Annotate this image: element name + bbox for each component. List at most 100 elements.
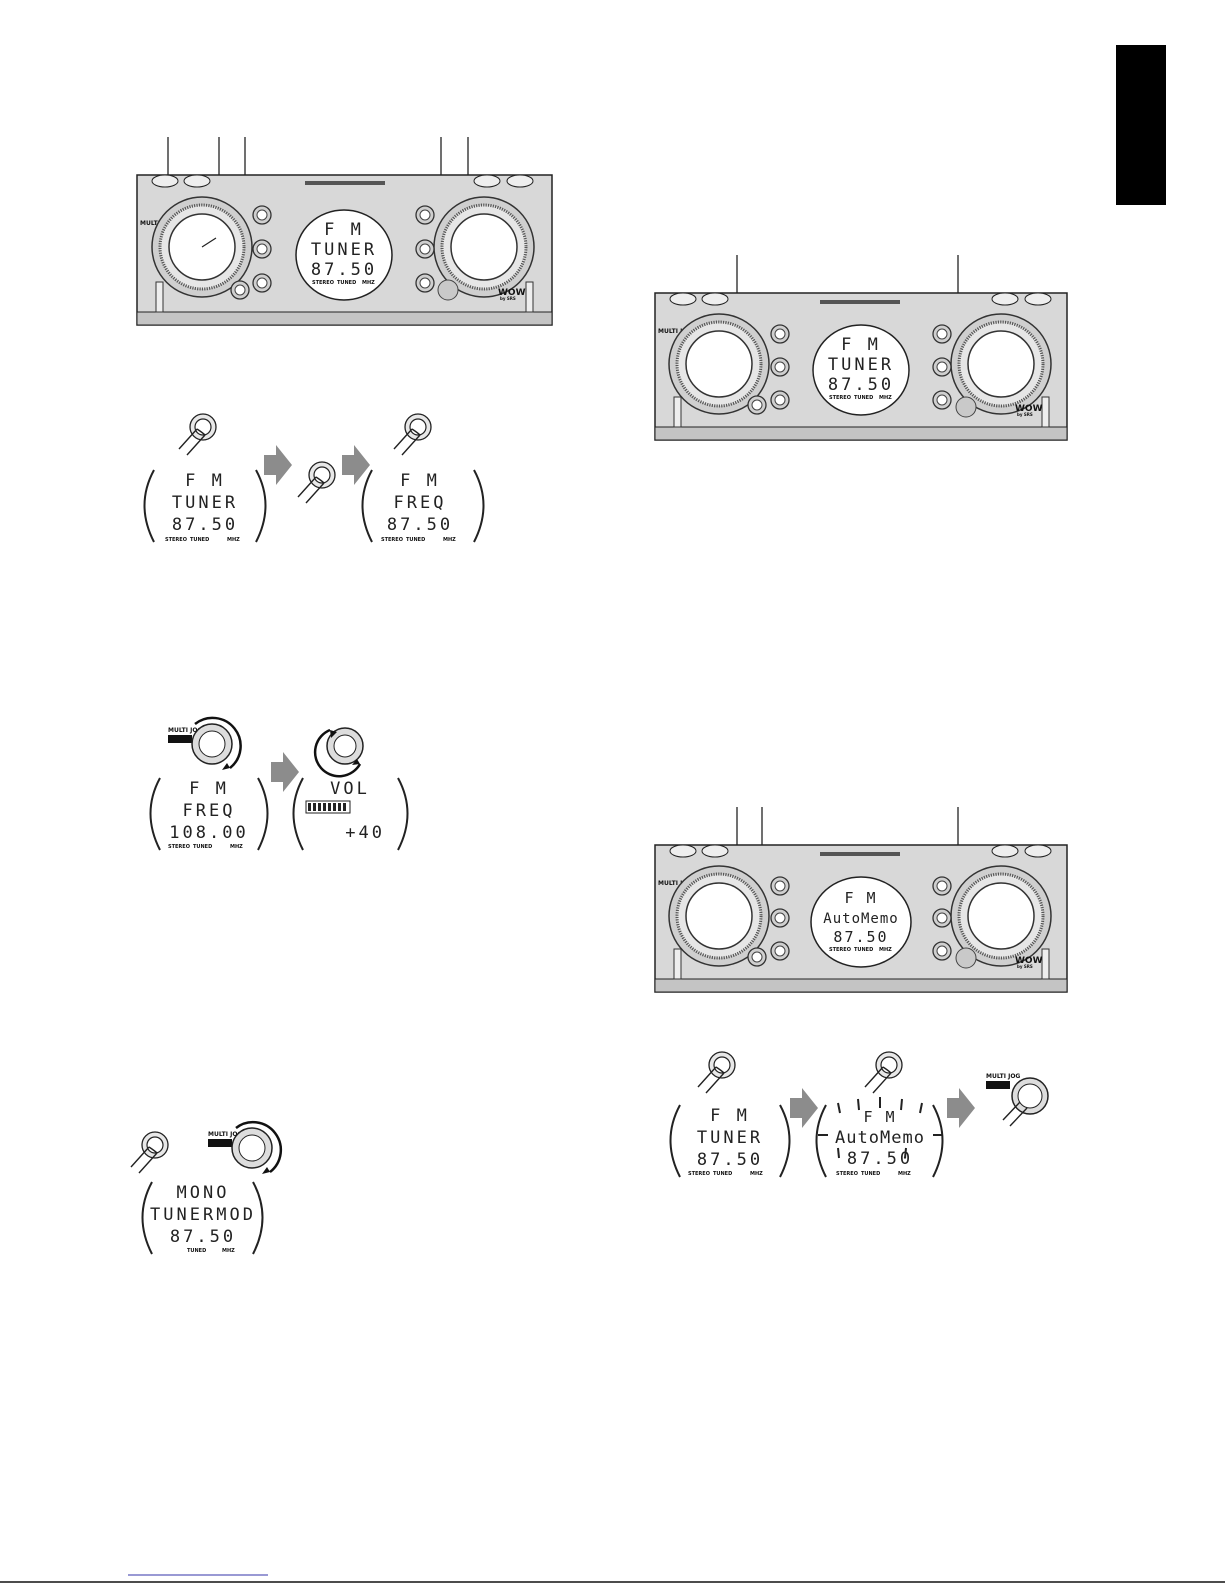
seq4-finger-press-2-icon [864, 1051, 903, 1094]
seq3-mono-sequence: MULTI JOG MONO TUNERMOD 87.50 TUNED MHZ [130, 1120, 283, 1255]
unit1-stereo-ind: STEREO [312, 280, 334, 286]
seq4-d2-line1: F M [863, 1108, 896, 1126]
seq4-finger-press-icon [697, 1051, 736, 1094]
seq4-d1-tuned: TUNED [713, 1171, 732, 1177]
unit2-display-line1: F M [841, 335, 881, 355]
unit1-button-left-top [252, 205, 272, 225]
unit3-tuned-ind: TUNED [854, 947, 873, 953]
seq4-blink-marks [818, 1097, 943, 1159]
unit3-button-left-mid [770, 908, 790, 928]
seq4-d1-line1: F M [710, 1106, 750, 1126]
seq1-display-2: F M FREQ 87.50 STEREO TUNED MHZ [361, 469, 485, 543]
unit3-phones-jack [747, 947, 767, 967]
seq1-display-1: F M TUNER 87.50 STEREO TUNED MHZ [143, 469, 267, 543]
unit2-button-left-top [770, 324, 790, 344]
unit2-stereo-front-panel: MULTI JOG F M TUNER 87.50 STEREO TUNED M… [654, 255, 1068, 441]
seq4-d2-tuned: TUNED [861, 1171, 880, 1177]
seq2-jog-knob-2-icon [313, 727, 364, 778]
unit1-button-right-bot [415, 273, 435, 293]
unit3-multi-jog-label: MULTI JOG [658, 880, 692, 887]
seq2-jog-sequence: MULTI JOG F M FREQ 108.00 STEREO TUNED M… [149, 716, 409, 851]
seq4-multi-jog-label: MULTI JOG [986, 1073, 1020, 1080]
unit2-display-line2: TUNER [828, 355, 894, 375]
unit1-button-right-mid [415, 239, 435, 259]
unit3-display-line3: 87.50 [833, 928, 888, 946]
seq4-arrow-2-icon [947, 1088, 975, 1128]
unit2-phones-jack [747, 395, 767, 415]
seq4-d2-line2: AutoMemo [835, 1128, 925, 1148]
unit2-brand-sub: by SRS [1017, 412, 1033, 417]
unit2-button-right-bot [932, 390, 952, 410]
seq1-d1-tuned: TUNED [190, 537, 209, 543]
unit1-phones-jack [230, 280, 250, 300]
seq2-multi-jog-label: MULTI JOG [168, 727, 202, 734]
seq4-display-1: F M TUNER 87.50 STEREO TUNED MHZ [669, 1104, 791, 1178]
unit1-stereo-front-panel: MULTI JOG F M TUNER 87.50 STEREO TUNED M… [136, 137, 553, 326]
seq2-d2-line3: +40 [345, 823, 385, 843]
seq1-button-sequence: F M TUNER 87.50 STEREO TUNED MHZ F M FRE… [143, 413, 485, 543]
seq4-jog-press-icon [1002, 1077, 1049, 1127]
unit2-button-left-mid [770, 357, 790, 377]
unit1-button-right-top [415, 205, 435, 225]
seq1-d2-stereo: STEREO [381, 537, 403, 543]
seq3-d1-mhz: MHZ [222, 1248, 235, 1254]
seq1-finger-press-icon [178, 413, 217, 456]
unit2-button-left-bot [770, 390, 790, 410]
unit3-stereo-ind: STEREO [829, 947, 851, 953]
unit3-button-left-top [770, 876, 790, 896]
seq3-multi-jog-label: MULTI JOG [208, 1131, 242, 1138]
seq2-d1-stereo: STEREO [168, 844, 190, 850]
seq4-display-2-blinking: F M AutoMemo 87.50 STEREO TUNED MHZ [815, 1097, 944, 1178]
seq1-d1-line2: TUNER [172, 493, 238, 513]
seq1-finger-press-3-icon [393, 413, 432, 456]
seq3-display-1: MONO TUNERMOD 87.50 TUNED MHZ [141, 1181, 264, 1255]
unit1-display-line2: TUNER [311, 240, 377, 260]
seq4-automemo-sequence: F M TUNER 87.50 STEREO TUNED MHZ F M Aut… [669, 1051, 1049, 1178]
seq1-d2-line1: F M [400, 471, 440, 491]
seq1-d1-line1: F M [185, 471, 225, 491]
seq1-finger-press-2-icon [297, 461, 336, 504]
seq2-d1-tuned: TUNED [193, 844, 212, 850]
unit1-mhz-ind: MHZ [362, 280, 375, 286]
seq2-d1-line1: F M [189, 779, 229, 799]
unit2-multi-jog-label: MULTI JOG [658, 328, 692, 335]
unit3-brand: WOW [1015, 956, 1043, 966]
seq1-d2-mhz: MHZ [443, 537, 456, 543]
seq2-d1-mhz: MHZ [230, 844, 243, 850]
seq3-d1-line1: MONO [177, 1183, 230, 1203]
unit3-stereo-front-panel: MULTI JOG F M AutoMemo 87.50 STEREO TUNE… [654, 807, 1068, 993]
seq4-d1-line2: TUNER [697, 1128, 763, 1148]
seq1-d1-stereo: STEREO [165, 537, 187, 543]
unit2-tuned-ind: TUNED [854, 395, 873, 401]
unit3-display-line2: AutoMemo [823, 911, 898, 927]
unit2-display [812, 324, 910, 416]
seq1-arrow-2-icon [342, 445, 370, 485]
unit3-display [810, 876, 912, 968]
seq4-d2-mhz: MHZ [898, 1171, 911, 1177]
seq4-d1-mhz: MHZ [750, 1171, 763, 1177]
unit1-brand-sub: by SRS [500, 296, 516, 301]
unit3-button-right-mid [932, 908, 952, 928]
unit1-display-line3: 87.50 [311, 260, 377, 280]
seq1-d1-line3: 87.50 [172, 515, 238, 535]
unit3-display-line1: F M [844, 889, 877, 907]
unit3-button-left-bot [770, 941, 790, 961]
section-tab [1116, 45, 1166, 205]
seq1-d2-tuned: TUNED [406, 537, 425, 543]
unit2-button-right-mid [932, 357, 952, 377]
seq4-d2-line3: 87.50 [847, 1149, 913, 1169]
unit2-stereo-ind: STEREO [829, 395, 851, 401]
unit1-brand: WOW [498, 288, 526, 298]
seq2-arrow-icon [271, 752, 299, 792]
unit3-brand-sub: by SRS [1017, 964, 1033, 969]
seq1-d2-line3: 87.50 [387, 515, 453, 535]
unit2-mhz-ind: MHZ [879, 395, 892, 401]
unit1-display [295, 209, 393, 301]
unit1-button-left-mid [252, 239, 272, 259]
seq1-d1-mhz: MHZ [227, 537, 240, 543]
seq2-jog-knob-icon [191, 716, 242, 770]
unit1-tuned-ind: TUNED [337, 280, 356, 286]
seq4-arrow-1-icon [790, 1088, 818, 1128]
seq2-display-1: F M FREQ 108.00 STEREO TUNED MHZ [149, 777, 269, 851]
